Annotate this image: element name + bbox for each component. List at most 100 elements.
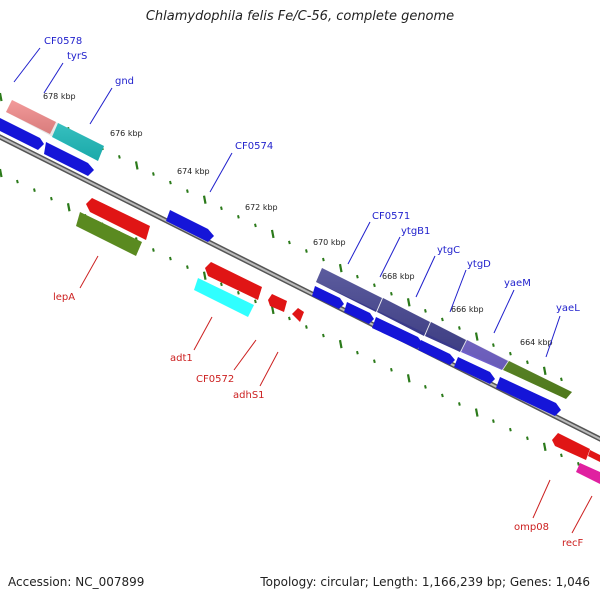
gene-arrow: [312, 286, 344, 309]
gene-label: CF0578: [44, 36, 82, 47]
ruler-tick-minor: [373, 283, 376, 288]
gene-arrow: [454, 357, 495, 384]
ruler-tick-minor: [526, 360, 529, 365]
gene-label: ytgD: [467, 259, 491, 270]
forward-leaders: [13, 47, 561, 358]
ruler-label: 670 kbp: [313, 238, 346, 247]
ruler-tick-minor: [237, 214, 240, 219]
ruler-tick-major: [66, 203, 71, 212]
ruler-tick-minor: [509, 427, 512, 432]
gene-arrow: [205, 262, 262, 300]
ruler-tick-minor: [390, 291, 393, 296]
ruler-tick-minor: [254, 223, 257, 228]
ruler-labels: 678 kbp 676 kbp 674 kbp 672 kbp 670 kbp …: [43, 92, 553, 347]
ruler-tick-minor: [152, 172, 155, 176]
ruler-tick-major: [542, 442, 547, 451]
ruler-tick-minor: [458, 402, 461, 406]
ruler-tick-minor: [356, 350, 359, 355]
gene-arrow: [552, 433, 590, 460]
forward-strand-arrows: [0, 118, 561, 416]
gene-label: gnd: [115, 76, 134, 87]
gene-label: yaeL: [556, 303, 580, 314]
ruler-tick-minor: [16, 179, 19, 184]
ruler-tick-minor: [152, 248, 155, 252]
ruler-tick-minor: [577, 462, 580, 466]
ruler-tick-major: [270, 229, 275, 239]
ruler-tick-minor: [322, 257, 325, 262]
gene-arrow: [372, 317, 423, 349]
gene-label: adt1: [170, 353, 193, 364]
forward-gene-labels: CF0578 tyrS gnd CF0574 CF0571 ytgB1 ytgC…: [44, 36, 580, 314]
ruler-tick-minor: [526, 436, 529, 441]
ruler-tick-minor: [220, 206, 223, 211]
gene-arrow: [418, 340, 455, 365]
gene-arrow: [166, 210, 214, 242]
ruler-label: 676 kbp: [110, 129, 143, 138]
ruler-tick-major: [202, 195, 207, 204]
ruler-label: 678 kbp: [43, 92, 76, 101]
reverse-gene-labels: lepA adt1 CF0572 adhS1 omp08 recF: [53, 292, 584, 549]
ruler-tick-major: [406, 374, 411, 383]
gene-label: ytgB1: [401, 226, 430, 237]
ruler-tick-minor: [220, 282, 223, 287]
gene-arrow: [44, 142, 94, 176]
ruler-tick-minor: [169, 256, 172, 261]
ruler-tick-minor: [458, 326, 461, 330]
gene-box-lepA: [76, 212, 142, 256]
gene-label: recF: [562, 538, 584, 549]
ruler-tick-major: [270, 305, 275, 315]
gene-label: CF0571: [372, 211, 410, 222]
ruler-tick-minor: [373, 359, 376, 364]
ruler-tick-minor: [237, 290, 240, 295]
reverse-leaders: [79, 255, 593, 534]
gene-box-adt1: [194, 278, 254, 317]
ruler-tick-major: [406, 298, 411, 307]
ruler-tick-minor: [186, 265, 189, 269]
gene-arrow: [86, 198, 150, 240]
ruler-tick-minor: [424, 309, 427, 313]
gene-arrow: [0, 118, 44, 150]
ruler-tick-minor: [492, 419, 495, 423]
ruler-tick-major: [0, 168, 3, 178]
ruler-tick-minor: [441, 317, 444, 322]
forward-gene-boxes: [6, 100, 572, 399]
ruler-tick-major: [542, 366, 547, 375]
ruler-tick-minor: [441, 393, 444, 398]
reverse-strand-arrows: [76, 198, 600, 484]
gene-label: lepA: [53, 292, 75, 303]
topology-text: Topology: circular; Length: 1,166,239 bp…: [260, 575, 590, 589]
gene-label: CF0572: [196, 374, 234, 385]
accession-text: Accession: NC_007899: [8, 575, 145, 589]
ruler-label: 666 kbp: [451, 305, 484, 314]
gene-label: ytgC: [437, 245, 460, 256]
gene-arrow: [344, 302, 374, 324]
ruler-tick-minor: [305, 249, 308, 253]
gene-label: yaeM: [504, 278, 531, 289]
gene-arrow: [496, 377, 561, 416]
gene-label: omp08: [514, 522, 549, 533]
ruler-tick-major: [474, 332, 479, 341]
gene-arrow: [588, 450, 600, 462]
ruler-label: 672 kbp: [245, 203, 278, 212]
ruler-tick-minor: [305, 325, 308, 329]
ruler-tick-major: [338, 339, 343, 349]
ruler-tick-minor: [390, 367, 393, 372]
ruler-tick-minor: [356, 274, 359, 279]
ruler-tick-minor: [186, 189, 189, 193]
ruler-tick-major: [474, 408, 479, 417]
ruler-tick-minor: [118, 155, 121, 159]
ruler-label: 674 kbp: [177, 167, 210, 176]
map-title: Chlamydophila felis Fe/C-56, complete ge…: [145, 9, 455, 24]
gene-label: adhS1: [233, 390, 265, 401]
ruler-tick-major: [0, 92, 3, 102]
ruler-tick-major: [202, 271, 207, 280]
ruler-tick-minor: [560, 377, 563, 382]
gene-arrow: [268, 294, 287, 312]
ruler-tick-minor: [254, 299, 257, 304]
gene-label: CF0574: [235, 141, 273, 152]
ruler-tick-minor: [509, 351, 512, 356]
ruler-tick-minor: [169, 180, 172, 185]
gene-box-recF: [576, 463, 600, 484]
ruler-tick-minor: [424, 385, 427, 389]
